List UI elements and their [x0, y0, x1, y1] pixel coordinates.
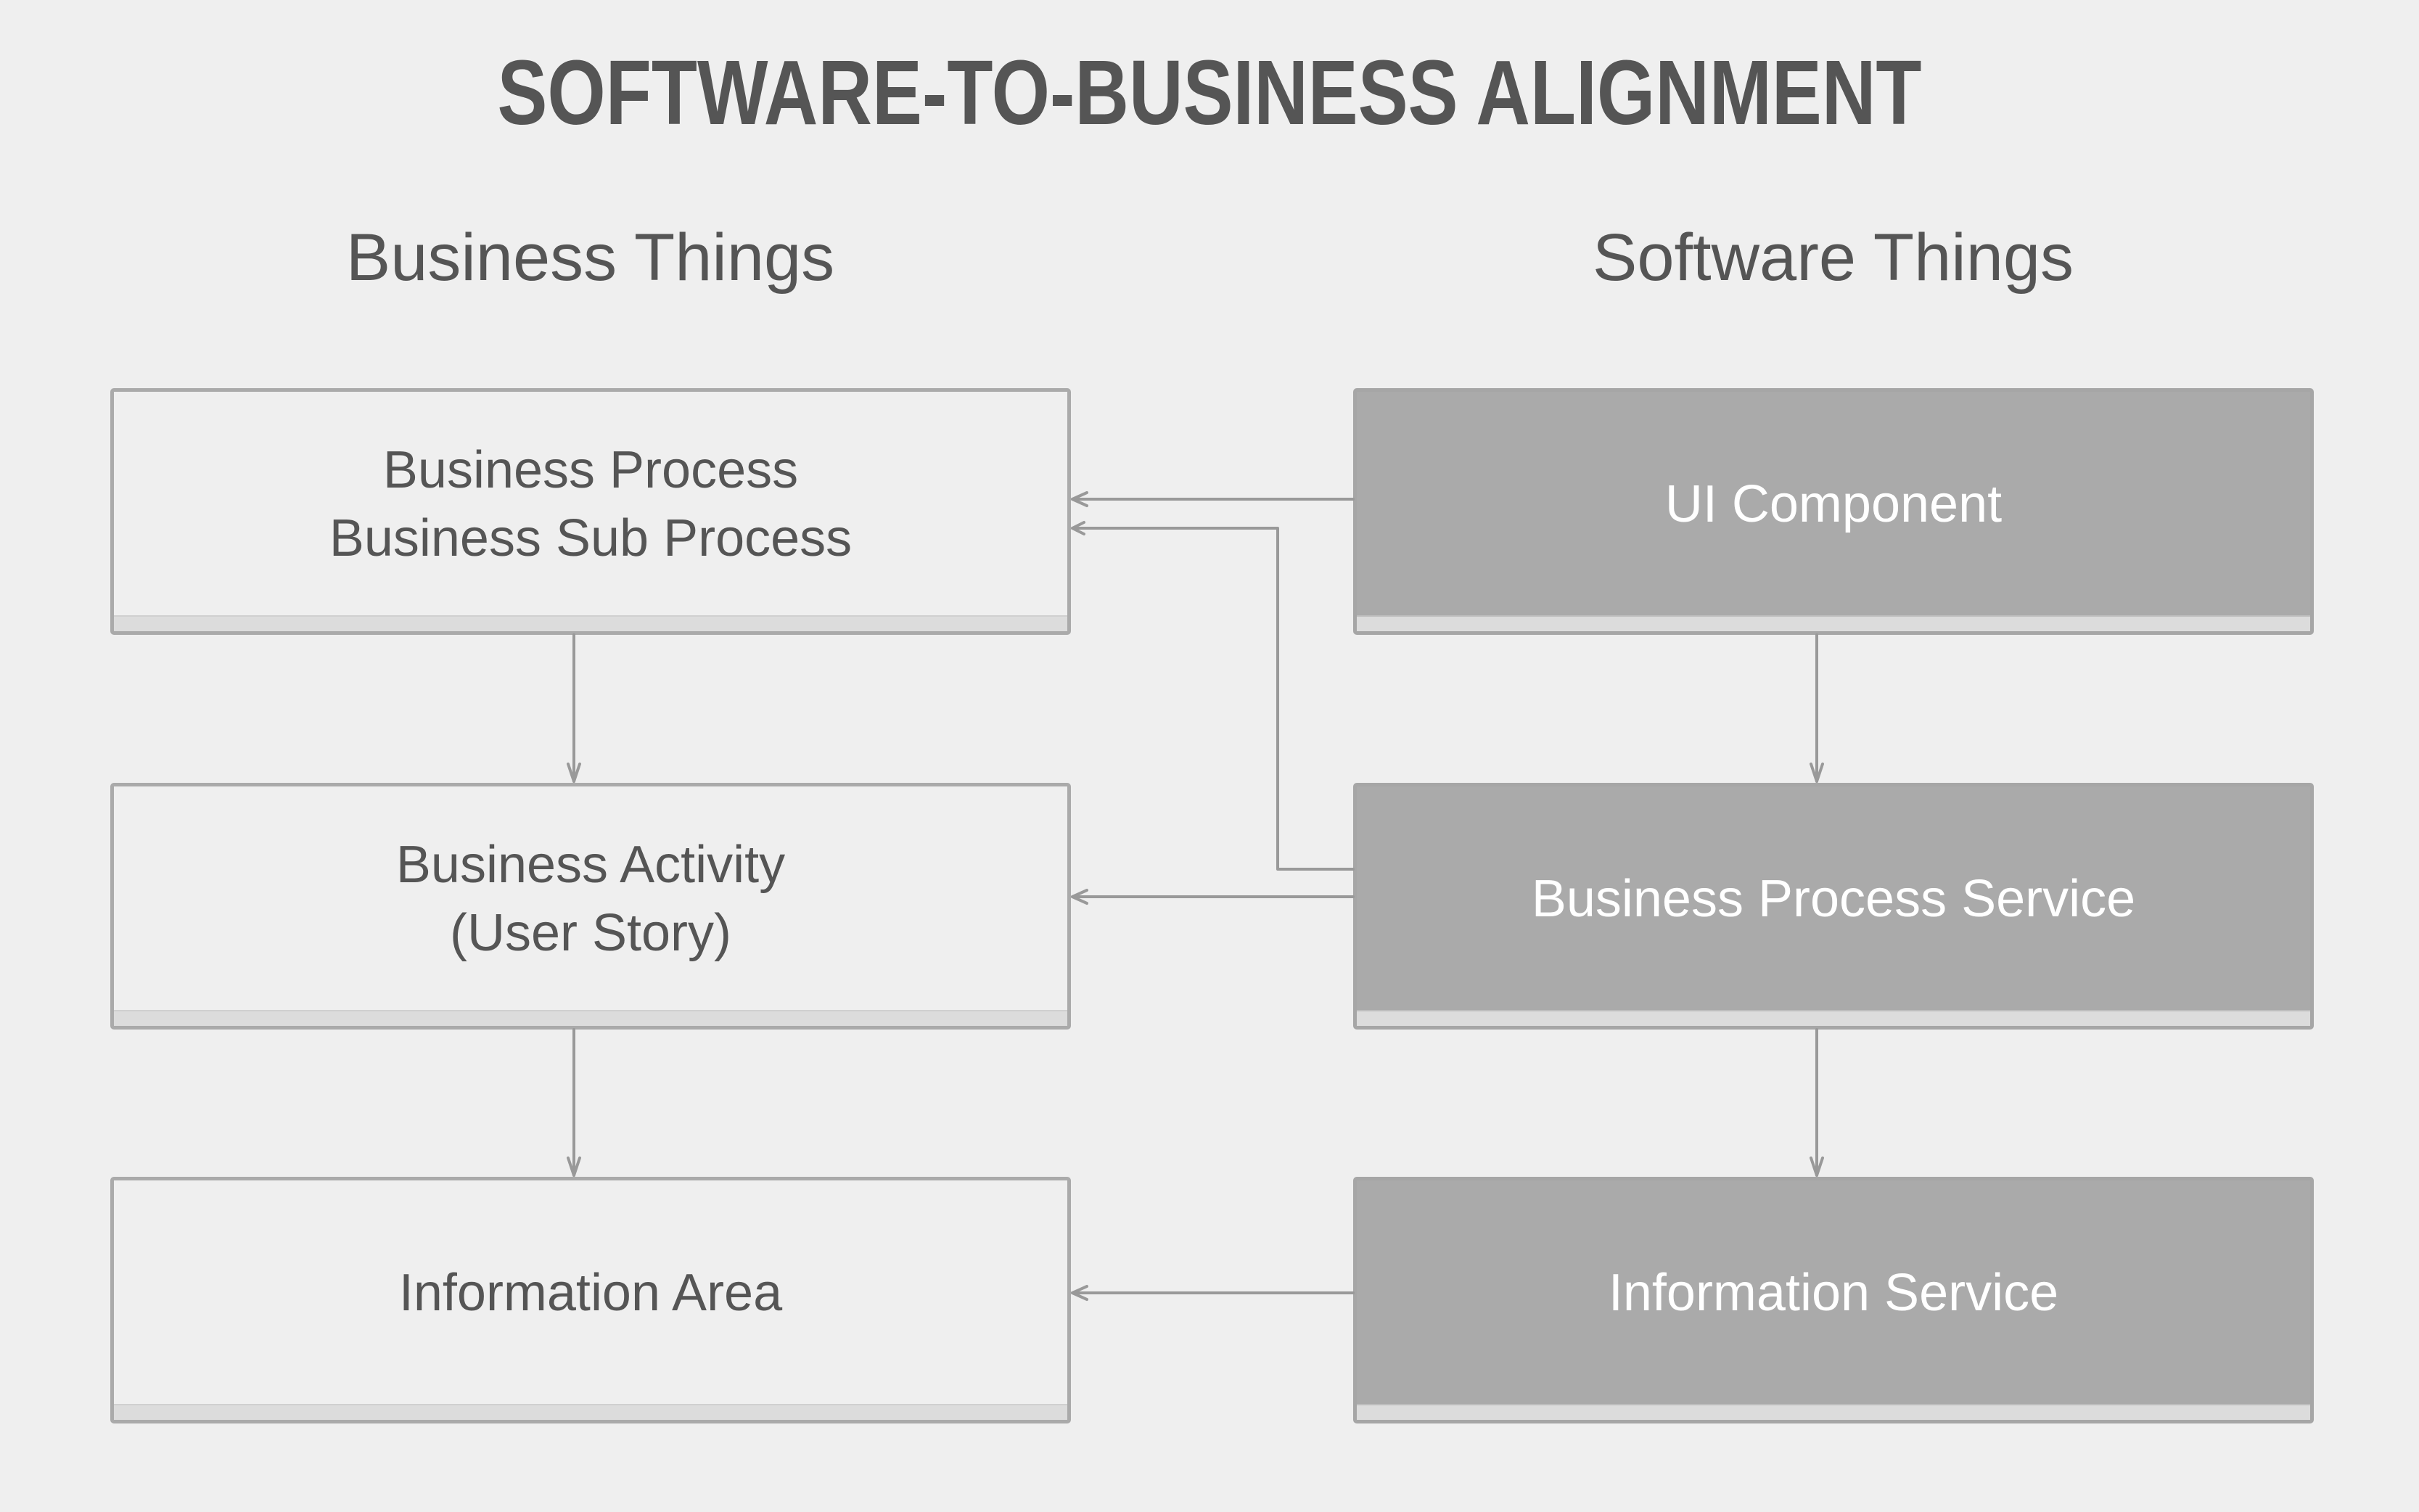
box-footer-strip — [1357, 615, 2310, 631]
arrow-bps-to-business-activity — [1071, 889, 1355, 905]
diagram-title: SOFTWARE-TO-BUSINESS ALIGNMENT — [497, 41, 1922, 144]
box-label-line: Business Process — [382, 441, 799, 499]
box-footer-strip — [114, 1010, 1067, 1026]
box-label-line: Business Process Service — [1531, 870, 2136, 928]
box-label-line: Business Sub Process — [329, 509, 853, 567]
business-activity-box[interactable]: Business Activity (User Story) — [110, 783, 1071, 1030]
arrow-ui-component-to-bps — [1810, 633, 1824, 783]
box-label-line: Information Area — [398, 1264, 783, 1322]
box-footer-strip — [114, 1404, 1067, 1420]
box-footer-strip — [1357, 1010, 2310, 1026]
box-footer-strip — [1357, 1404, 2310, 1420]
box-label-line: Business Activity — [395, 836, 786, 894]
box-label-line: Information Service — [1608, 1264, 2059, 1322]
information-service-box[interactable]: Information Service — [1353, 1177, 2314, 1423]
box-label-line: (User Story) — [449, 904, 732, 962]
arrow-bps-to-information-service — [1810, 1028, 1824, 1177]
arrow-business-process-to-activity — [567, 633, 581, 783]
information-area-box[interactable]: Information Area — [110, 1177, 1071, 1423]
business-process-box[interactable]: Business Process Business Sub Process — [110, 388, 1071, 635]
arrow-bps-to-business-process-elbow — [1071, 521, 1355, 871]
ui-component-box[interactable]: UI Component — [1353, 388, 2314, 635]
software-things-heading: Software Things — [1592, 221, 2074, 295]
arrow-ui-component-to-business-process — [1071, 491, 1355, 507]
arrow-information-service-to-area — [1071, 1285, 1355, 1301]
business-process-service-box[interactable]: Business Process Service — [1353, 783, 2314, 1030]
business-things-heading: Business Things — [345, 221, 835, 295]
arrow-activity-to-information-area — [567, 1028, 581, 1177]
box-label-line: UI Component — [1664, 475, 2003, 533]
box-footer-strip — [114, 615, 1067, 631]
